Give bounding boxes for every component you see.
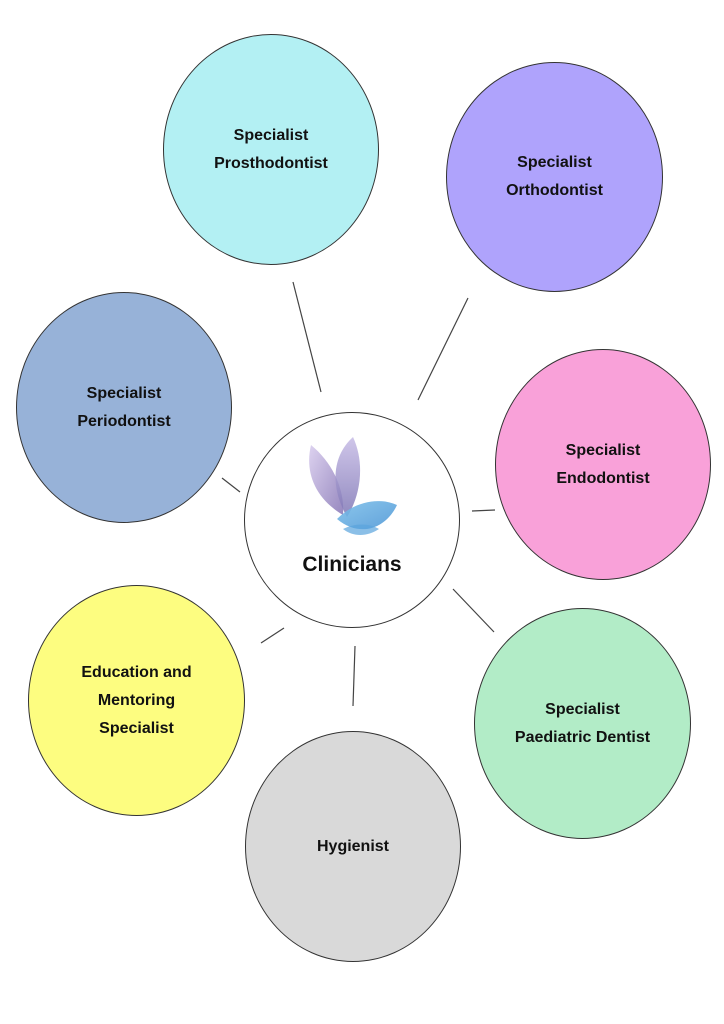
node-label-line1: Specialist [517, 154, 592, 171]
node-label-line1: Education and [81, 663, 192, 681]
node-label-line3: Specialist [99, 719, 174, 737]
center-label: Clinicians [302, 553, 402, 576]
node-label-line1: Specialist [233, 126, 309, 144]
connector-prosthodontist [292, 281, 322, 393]
node-label-line2: Orthodontist [506, 182, 603, 199]
connector-orthodontist [417, 297, 469, 401]
connector-periodontist [221, 477, 241, 493]
butterfly-logo-icon [309, 437, 397, 535]
node-periodontist: Specialist Periodontist [16, 292, 232, 523]
connector-endodontist [471, 509, 496, 512]
node-education-mentoring: Education and Mentoring Specialist [28, 585, 245, 816]
node-label-line2: Periodontist [77, 412, 171, 430]
connector-paediatric [452, 588, 495, 633]
node-endodontist: Specialist Endodontist [495, 349, 711, 580]
node-label-line2: Mentoring [97, 691, 176, 709]
node-label-line2: Paediatric Dentist [514, 728, 651, 746]
node-prosthodontist: Specialist Prosthodontist [163, 34, 379, 265]
connector-education [260, 627, 285, 644]
node-orthodontist: Specialist Orthodontist [446, 62, 663, 292]
node-label-line2: Endodontist [556, 469, 650, 487]
node-label-line2: Prosthodontist [214, 154, 328, 172]
node-paediatric-dentist: Specialist Paediatric Dentist [474, 608, 691, 839]
center-node-clinicians: Clinicians [244, 412, 460, 628]
node-label-line1: Specialist [565, 441, 641, 459]
connector-hygienist [352, 645, 356, 707]
node-label-line1: Specialist [545, 700, 620, 718]
node-hygienist: Hygienist [245, 731, 461, 962]
node-label-line1: Hygienist [316, 837, 389, 855]
node-label-line1: Specialist [86, 384, 162, 402]
